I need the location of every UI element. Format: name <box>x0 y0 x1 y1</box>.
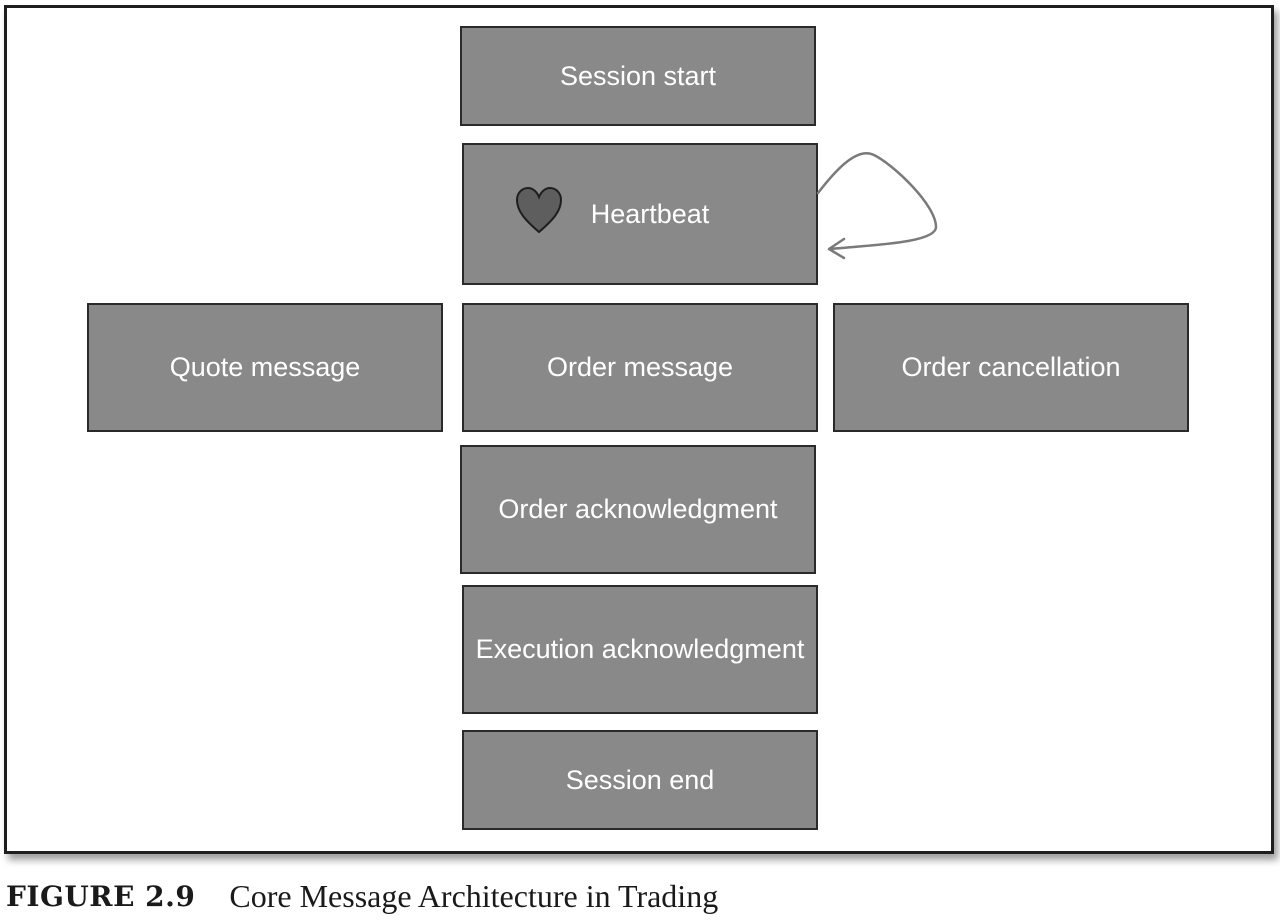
execution-acknowledgment-box: Execution acknowledgment <box>462 585 818 714</box>
session-start-label: Session start <box>559 60 717 91</box>
figure-number: FIGURE 2.9 <box>6 879 196 913</box>
figure-caption: FIGURE 2.9 Core Message Architecture in … <box>6 876 718 916</box>
heart-icon <box>515 186 563 234</box>
session-end-box: Session end <box>462 730 818 830</box>
session-start-box: Session start <box>460 26 816 126</box>
order-cancellation-box: Order cancellation <box>833 303 1189 432</box>
order-acknowledgment-box: Order acknowledgment <box>460 445 816 574</box>
figure-title: Core Message Architecture in Trading <box>229 877 719 914</box>
self-loop-arrow-icon <box>816 152 938 260</box>
order-acknowledgment-label: Order acknowledgment <box>498 494 778 524</box>
execution-acknowledgment-label: Execution acknowledgment <box>475 634 805 664</box>
session-end-label: Session end <box>565 764 715 795</box>
quote-message-label: Quote message <box>169 352 361 382</box>
quote-message-box: Quote message <box>87 303 443 432</box>
heartbeat-label: Heartbeat <box>590 198 710 229</box>
order-cancellation-label: Order cancellation <box>901 352 1121 382</box>
order-message-label: Order message <box>546 352 734 382</box>
order-message-box: Order message <box>462 303 818 432</box>
